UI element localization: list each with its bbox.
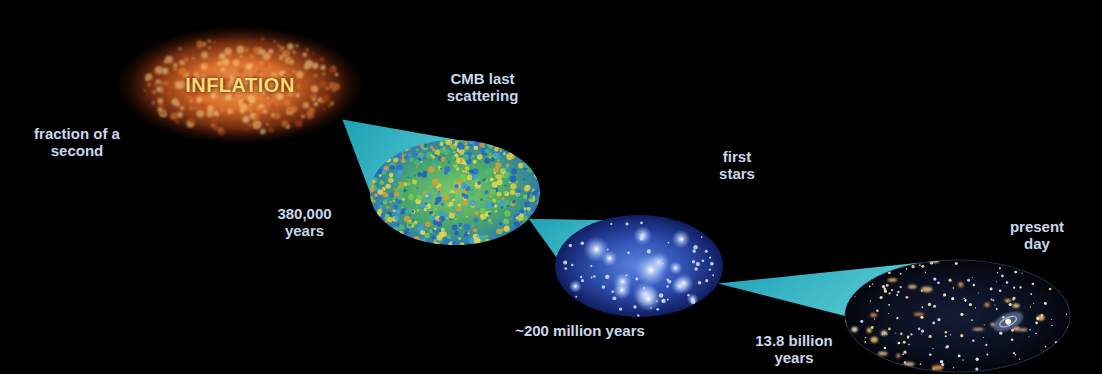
era-title: INFLATION bbox=[115, 25, 365, 145]
cmb-speckles bbox=[368, 137, 542, 247]
cmb-disc: CMB last scattering380,000 years bbox=[370, 140, 540, 245]
cmb-disc-art bbox=[370, 140, 540, 245]
inflation-glow bbox=[115, 25, 365, 145]
spiral-galaxy bbox=[990, 308, 1026, 336]
cmb-map bbox=[370, 140, 540, 245]
present-day-disc-art bbox=[845, 260, 1070, 372]
time-label: 380,000 years bbox=[262, 205, 347, 239]
galaxies bbox=[844, 259, 1072, 372]
era-label: CMB last scattering bbox=[415, 70, 550, 104]
time-label: ~200 million years bbox=[515, 322, 645, 339]
present-day-disc: present day13.8 billion years bbox=[845, 260, 1070, 372]
star-glows bbox=[556, 215, 715, 319]
time-label: 13.8 billion years bbox=[738, 332, 850, 366]
era-label: present day bbox=[995, 218, 1079, 252]
first-stars-field bbox=[555, 215, 723, 317]
inflation-blob: INFLATIONfraction of a second bbox=[115, 25, 365, 145]
era-label: first stars bbox=[705, 148, 769, 182]
first-stars-disc-art bbox=[555, 215, 723, 317]
present-day-field bbox=[845, 260, 1070, 372]
time-label: fraction of a second bbox=[22, 125, 132, 159]
first-stars-disc: first stars~200 million years bbox=[555, 215, 723, 317]
